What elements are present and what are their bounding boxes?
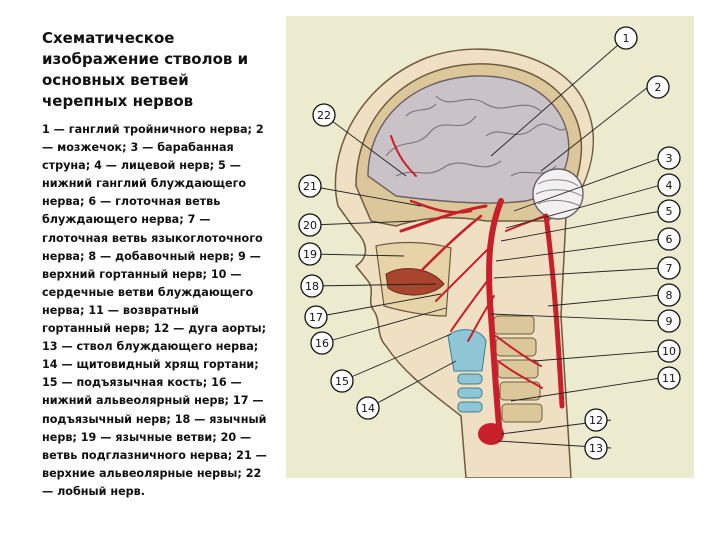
marker-14: 14: [357, 397, 379, 419]
marker-13: 13: [585, 437, 607, 459]
marker-label-11: 11: [662, 372, 676, 385]
marker-label-19: 19: [303, 248, 317, 261]
marker-label-9: 9: [666, 315, 673, 328]
marker-label-3: 3: [666, 152, 673, 165]
marker-label-16: 16: [315, 337, 329, 350]
slide-title: Схематическое изображение стволов и осно…: [42, 28, 267, 112]
marker-8: 8: [658, 284, 680, 306]
marker-11: 11: [658, 367, 680, 389]
marker-label-12: 12: [589, 414, 603, 427]
marker-10: 10: [658, 340, 680, 362]
marker-label-1: 1: [623, 32, 630, 45]
marker-12: 12: [585, 409, 607, 431]
head-nerves-diagram: 1 2 3 4 5 6 7 8 9 10 11 12 13 14 15 16 1…: [286, 16, 694, 478]
marker-label-17: 17: [309, 311, 323, 324]
marker-label-22: 22: [317, 109, 331, 122]
marker-label-10: 10: [662, 345, 676, 358]
marker-20: 20: [299, 214, 321, 236]
marker-label-13: 13: [589, 442, 603, 455]
marker-7: 7: [658, 257, 680, 279]
aortic-arch: [478, 423, 504, 445]
marker-9: 9: [658, 310, 680, 332]
marker-3: 3: [658, 147, 680, 169]
marker-label-14: 14: [361, 402, 375, 415]
marker-label-5: 5: [666, 205, 673, 218]
marker-label-4: 4: [666, 179, 673, 192]
marker-label-8: 8: [666, 289, 673, 302]
marker-19: 19: [299, 243, 321, 265]
marker-label-20: 20: [303, 219, 317, 232]
marker-21: 21: [299, 175, 321, 197]
marker-label-6: 6: [666, 233, 673, 246]
marker-17: 17: [305, 306, 327, 328]
cerebellum: [533, 169, 583, 219]
marker-label-18: 18: [305, 280, 319, 293]
marker-label-7: 7: [666, 262, 673, 275]
marker-16: 16: [311, 332, 333, 354]
marker-15: 15: [331, 370, 353, 392]
marker-6: 6: [658, 228, 680, 250]
marker-label-2: 2: [655, 81, 662, 94]
marker-1: 1: [615, 27, 637, 49]
marker-5: 5: [658, 200, 680, 222]
marker-label-21: 21: [303, 180, 317, 193]
marker-18: 18: [301, 275, 323, 297]
figure-legend-text: 1 — ганглий тройничного нерва; 2 — мозже…: [42, 121, 270, 501]
marker-22: 22: [313, 104, 335, 126]
marker-label-15: 15: [335, 375, 349, 388]
anatomy-illustration: 1 2 3 4 5 6 7 8 9 10 11 12 13 14 15 16 1…: [286, 16, 694, 478]
marker-2: 2: [647, 76, 669, 98]
marker-4: 4: [658, 174, 680, 196]
